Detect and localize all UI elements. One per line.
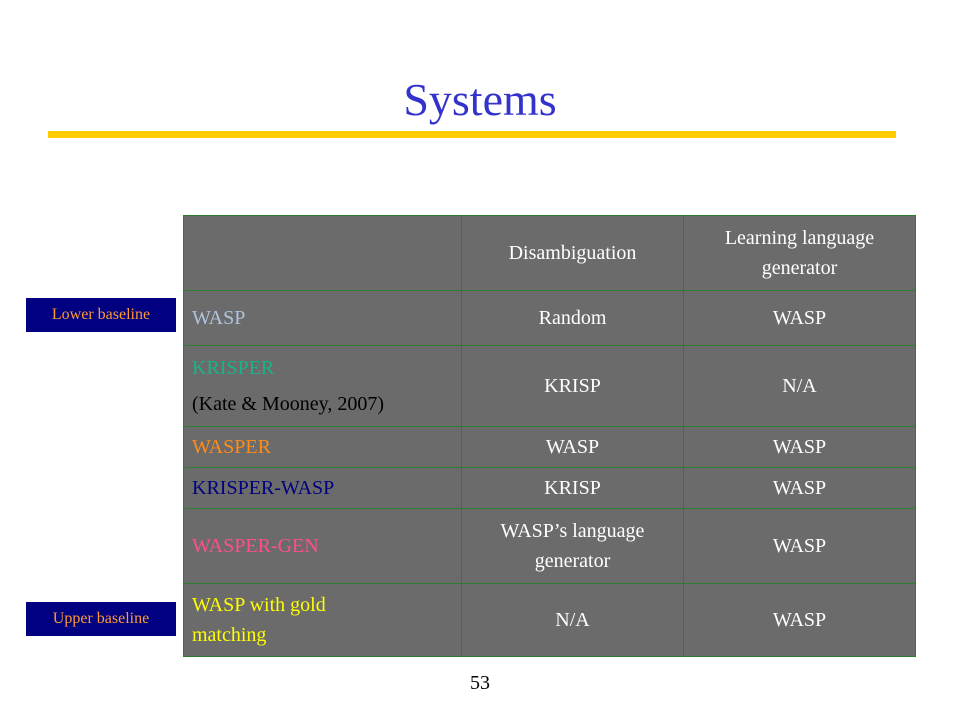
header-cell-disambiguation: Disambiguation [461,215,684,291]
header-cell-generator: Learning language generator [683,215,916,291]
page-number: 53 [470,672,490,694]
system-cell: KRISPER-WASP [183,467,462,509]
system-cell: WASP [183,290,462,346]
table-row: KRISPER-WASP KRISP WASP [183,467,916,509]
header-cell-blank [183,215,462,291]
disambiguation-cell: WASP [461,426,684,468]
disambiguation-cell: WASP’s language generator [461,508,684,584]
system-name-line2: matching [192,624,267,646]
system-citation: (Kate & Mooney, 2007) [192,393,384,415]
system-cell: WASP with gold matching [183,583,462,657]
system-cell: WASPER [183,426,462,468]
table-row: KRISPER (Kate & Mooney, 2007) KRISP N/A [183,345,916,427]
generator-cell: WASP [683,426,916,468]
table-row: WASPER-GEN WASP’s language generator WAS… [183,508,916,584]
table-row: WASPER WASP WASP [183,426,916,468]
generator-cell: WASP [683,290,916,346]
header-generator-line2: generator [761,257,838,279]
table-row: WASP Random WASP [183,290,916,346]
slide-title: Systems [403,74,557,125]
table-row: WASP with gold matching N/A WASP [183,583,916,657]
disambiguation-line1: WASP’s language [500,520,645,542]
disambiguation-cell: N/A [461,583,684,657]
disambiguation-line2: generator [534,550,611,572]
system-cell: WASPER-GEN [183,508,462,584]
system-name: KRISPER [192,357,275,379]
lower-baseline-label: Lower baseline [26,298,176,332]
generator-cell: WASP [683,467,916,509]
system-name-line1: WASP with gold [192,594,326,616]
system-cell: KRISPER (Kate & Mooney, 2007) [183,345,462,427]
disambiguation-cell: KRISP [461,467,684,509]
disambiguation-cell: Random [461,290,684,346]
generator-cell: WASP [683,583,916,657]
table-header-row: Disambiguation Learning language generat… [183,215,916,291]
generator-cell: N/A [683,345,916,427]
upper-baseline-label: Upper baseline [26,602,176,636]
generator-cell: WASP [683,508,916,584]
title-underline [48,131,896,138]
disambiguation-cell: KRISP [461,345,684,427]
systems-table: Disambiguation Learning language generat… [183,215,916,657]
header-generator-line1: Learning language [724,227,875,249]
